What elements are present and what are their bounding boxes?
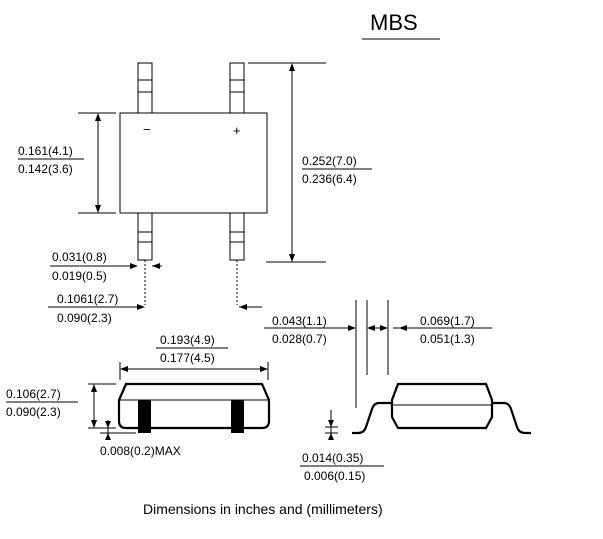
front-width-max-label: 0.193(4.9): [160, 333, 215, 347]
plus-polarity-mark: +: [233, 123, 241, 138]
package-body-front: [117, 382, 271, 430]
front-height-max-label: 0.106(2.7): [6, 387, 61, 401]
arrowhead: [348, 325, 356, 331]
lead-gullwing-left: [352, 401, 392, 435]
body-height-min-label: 0.142(3.6): [18, 162, 73, 176]
arrowhead: [105, 433, 111, 440]
arrowhead: [260, 366, 268, 372]
lead-front-left: [138, 400, 151, 433]
arrowhead: [328, 420, 334, 427]
arrowhead: [120, 366, 128, 372]
arrowhead: [91, 420, 97, 428]
arrowhead: [239, 304, 247, 310]
lead-top-left: [137, 62, 153, 114]
arrowhead: [380, 325, 388, 331]
foot-right-min-label: 0.051(1.3): [420, 332, 475, 346]
arrowhead: [137, 304, 145, 310]
arrowhead: [95, 113, 101, 121]
arrowhead: [91, 384, 97, 392]
lead-width-min-label: 0.019(0.5): [52, 269, 107, 283]
front-view: 0.193(4.9) 0.177(4.5) 0.106(2.7) 0.090(2…: [6, 333, 271, 458]
thickness-max-label: 0.014(0.35): [302, 451, 363, 465]
lead-width-max-label: 0.031(0.8): [52, 250, 107, 264]
overall-length-max-label: 0.252(7.0): [302, 154, 357, 168]
minus-polarity-mark: −: [143, 122, 151, 137]
foot-left-max-label: 0.043(1.1): [272, 314, 327, 328]
overall-length-min-label: 0.236(6.4): [302, 172, 357, 186]
lead-top-right: [229, 62, 245, 114]
arrowhead: [328, 433, 334, 440]
lead-pitch-max-label: 0.1061(2.7): [57, 292, 118, 306]
foot-left-min-label: 0.028(0.7): [272, 332, 327, 346]
thickness-min-label: 0.006(0.15): [304, 469, 365, 483]
lead-bottom-right: [229, 212, 245, 261]
arrowhead: [152, 263, 160, 269]
standoff-label: 0.008(0.2)MAX: [100, 444, 181, 458]
front-width-min-label: 0.177(4.5): [160, 351, 215, 365]
dimensions-caption: Dimensions in inches and (millimeters): [143, 501, 383, 517]
arrowhead: [289, 254, 295, 262]
lead-gullwing-right: [492, 401, 531, 435]
top-view: − + 0.161(4.1) 0.142(3.6) 0.252(7.0) 0.2…: [18, 62, 372, 325]
lead-pitch-min-label: 0.090(2.3): [57, 311, 112, 325]
arrowhead: [289, 63, 295, 71]
foot-right-max-label: 0.069(1.7): [420, 314, 475, 328]
body-height-max-label: 0.161(4.1): [18, 144, 73, 158]
arrowhead: [399, 325, 407, 331]
lead-front-right: [231, 400, 244, 433]
lead-bottom-left: [137, 212, 153, 261]
arrowhead: [367, 325, 375, 331]
package-body-top: [119, 112, 268, 214]
package-title: MBS: [370, 10, 418, 35]
package-body-side: [390, 382, 494, 430]
arrowhead: [95, 205, 101, 213]
front-height-min-label: 0.090(2.3): [6, 405, 61, 419]
arrowhead: [130, 263, 138, 269]
side-view: 0.043(1.1) 0.028(0.7) 0.069(1.7) 0.051(1…: [264, 300, 531, 483]
arrowhead: [105, 421, 111, 428]
